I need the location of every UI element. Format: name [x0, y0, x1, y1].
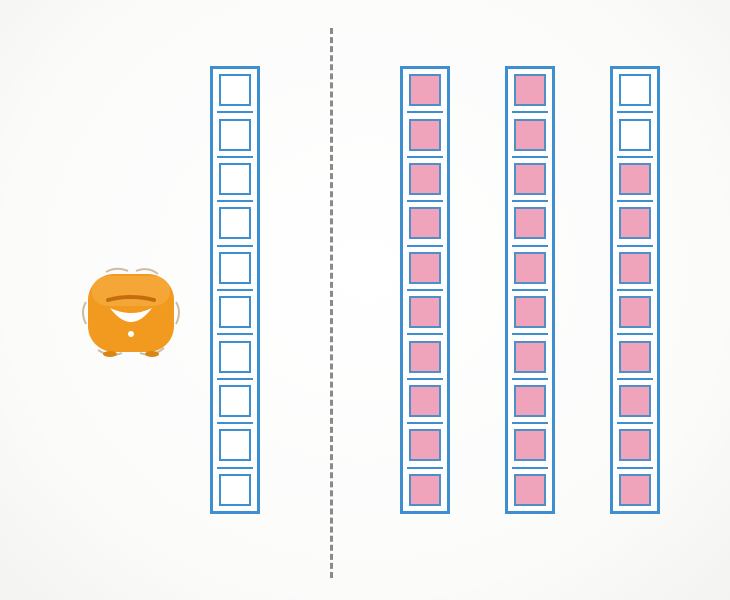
- pink-square: [409, 340, 441, 373]
- pink-square: [619, 340, 651, 373]
- pink-square: [619, 296, 651, 329]
- filled-cell: [407, 69, 443, 114]
- filled-cell: [407, 247, 443, 292]
- pink-square: [409, 163, 441, 196]
- pink-square: [514, 251, 546, 284]
- pink-square: [619, 251, 651, 284]
- filled-cell: [407, 335, 443, 380]
- filled-cell: [407, 469, 443, 511]
- empty-cell: [217, 335, 253, 380]
- empty-square: [219, 207, 251, 240]
- pink-square: [619, 207, 651, 240]
- pink-square: [514, 118, 546, 151]
- filled-cell: [617, 469, 653, 511]
- filled-cell: [512, 113, 548, 158]
- dashed-divider: [330, 28, 333, 578]
- empty-cell: [217, 380, 253, 425]
- empty-square: [619, 118, 651, 151]
- empty-cell: [217, 291, 253, 336]
- pink-square: [409, 251, 441, 284]
- filled-cell: [407, 158, 443, 203]
- filled-cell: [512, 380, 548, 425]
- filled-cell: [512, 335, 548, 380]
- filled-cell: [512, 291, 548, 336]
- smiling-orange-bug-icon: [82, 267, 180, 357]
- empty-square: [219, 429, 251, 462]
- empty-cell: [217, 113, 253, 158]
- filled-cell: [512, 202, 548, 247]
- empty-square: [219, 385, 251, 418]
- pink-square: [514, 429, 546, 462]
- pink-square: [619, 163, 651, 196]
- left-ten-frame-column: [210, 66, 260, 514]
- pink-square: [409, 473, 441, 506]
- filled-cell: [407, 113, 443, 158]
- filled-cell: [617, 335, 653, 380]
- filled-cell: [407, 424, 443, 469]
- empty-cell: [617, 69, 653, 114]
- empty-square: [619, 74, 651, 107]
- filled-cell: [512, 424, 548, 469]
- filled-cell: [512, 69, 548, 114]
- filled-cell: [617, 291, 653, 336]
- filled-cell: [617, 247, 653, 292]
- empty-cell: [217, 69, 253, 114]
- empty-square: [219, 118, 251, 151]
- pink-square: [514, 296, 546, 329]
- pink-square: [409, 385, 441, 418]
- pink-square: [514, 163, 546, 196]
- pink-square: [409, 296, 441, 329]
- filled-cell: [407, 380, 443, 425]
- empty-square: [219, 163, 251, 196]
- pink-square: [514, 207, 546, 240]
- filled-cell: [617, 202, 653, 247]
- right-ten-frame-column-3: [610, 66, 660, 514]
- pink-square: [619, 473, 651, 506]
- filled-cell: [617, 424, 653, 469]
- empty-cell: [217, 202, 253, 247]
- empty-square: [219, 473, 251, 506]
- pink-square: [514, 473, 546, 506]
- empty-cell: [217, 247, 253, 292]
- pink-square: [514, 385, 546, 418]
- empty-cell: [217, 158, 253, 203]
- filled-cell: [617, 158, 653, 203]
- right-ten-frame-column-2: [505, 66, 555, 514]
- filled-cell: [512, 158, 548, 203]
- filled-cell: [407, 202, 443, 247]
- pink-square: [514, 74, 546, 107]
- pink-square: [619, 429, 651, 462]
- pink-square: [409, 118, 441, 151]
- empty-square: [219, 251, 251, 284]
- pink-square: [409, 207, 441, 240]
- pink-square: [619, 385, 651, 418]
- empty-square: [219, 74, 251, 107]
- pink-square: [514, 340, 546, 373]
- filled-cell: [617, 380, 653, 425]
- empty-cell: [617, 113, 653, 158]
- filled-cell: [512, 469, 548, 511]
- empty-square: [219, 340, 251, 373]
- pink-square: [409, 74, 441, 107]
- filled-cell: [407, 291, 443, 336]
- pink-square: [409, 429, 441, 462]
- right-ten-frame-column-1: [400, 66, 450, 514]
- empty-cell: [217, 469, 253, 511]
- empty-square: [219, 296, 251, 329]
- empty-cell: [217, 424, 253, 469]
- filled-cell: [512, 247, 548, 292]
